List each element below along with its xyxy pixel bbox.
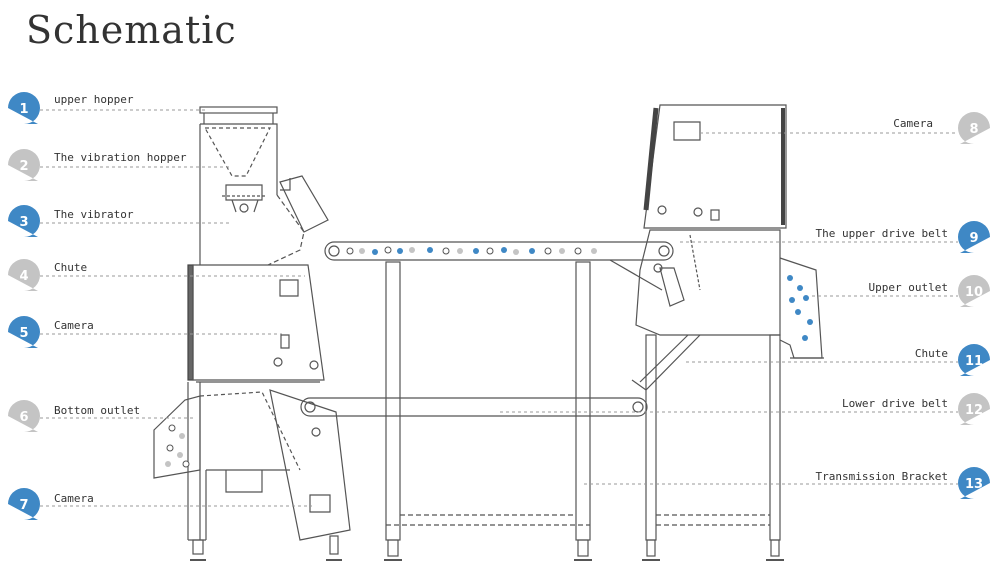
callout-marker-12: 12 — [958, 393, 990, 425]
upper-drive-belt-drawing — [324, 241, 674, 291]
callout-label-3: The vibrator — [54, 208, 134, 221]
lower-drive-belt-drawing — [300, 397, 648, 417]
callout-number: 2 — [19, 159, 28, 174]
callout-marker-4: 4 — [8, 259, 40, 291]
callout-marker-13: 13 — [958, 467, 990, 499]
callout-number: 11 — [965, 354, 983, 369]
callout-number: 13 — [965, 477, 983, 492]
callout-label-10: Upper outlet — [868, 281, 948, 294]
callout-label-1: upper hopper — [54, 93, 134, 106]
callout-number: 9 — [969, 231, 978, 246]
callout-label-7: Camera — [54, 492, 94, 505]
vibrator-drawing — [222, 175, 329, 266]
callout-marker-1: 1 — [8, 92, 40, 124]
callout-marker-8: 8 — [958, 112, 990, 144]
callout-label-8: Camera — [893, 117, 933, 130]
camera-box-5-drawing — [187, 264, 325, 383]
callout-number: 12 — [965, 403, 983, 418]
callout-label-2: The vibration hopper — [54, 151, 187, 164]
callout-marker-7: 7 — [8, 488, 40, 520]
callout-number: 4 — [19, 269, 28, 284]
callout-number: 6 — [19, 410, 28, 425]
callout-marker-5: 5 — [8, 316, 40, 348]
callout-label-12: Lower drive belt — [842, 397, 948, 410]
leader-lines — [40, 109, 958, 507]
callout-label-13: Transmission Bracket — [815, 470, 948, 483]
camera-box-8-drawing — [643, 104, 787, 229]
callout-marker-11: 11 — [958, 344, 990, 376]
callout-number: 1 — [19, 102, 28, 117]
callout-marker-3: 3 — [8, 205, 40, 237]
upper-outlet-drawing — [635, 229, 824, 359]
callout-number: 8 — [969, 122, 978, 137]
right-chute-drawing — [631, 334, 701, 391]
callout-markers: 1 2 3 4 5 6 7 8 — [8, 92, 990, 520]
callout-marker-9: 9 — [958, 221, 990, 253]
callout-number: 3 — [19, 215, 28, 230]
callout-number: 10 — [965, 285, 983, 300]
callout-label-5: Camera — [54, 319, 94, 332]
callout-label-4: Chute — [54, 261, 88, 274]
page-title: Schematic — [26, 8, 237, 52]
callout-label-11: Chute — [914, 347, 948, 360]
callout-label-6: Bottom outlet — [54, 404, 141, 417]
upper-hopper-drawing — [199, 106, 278, 265]
granules — [165, 246, 813, 468]
callout-label-9: The upper drive belt — [815, 227, 948, 240]
callout-marker-10: 10 — [958, 275, 990, 307]
transmission-bracket-drawing — [384, 261, 592, 561]
callout-marker-2: 2 — [8, 149, 40, 181]
callout-number: 5 — [19, 326, 28, 341]
callout-number: 7 — [19, 498, 28, 513]
bottom-outlet-drawing — [153, 382, 351, 561]
callout-marker-6: 6 — [8, 400, 40, 432]
right-frame-drawing — [642, 334, 784, 561]
